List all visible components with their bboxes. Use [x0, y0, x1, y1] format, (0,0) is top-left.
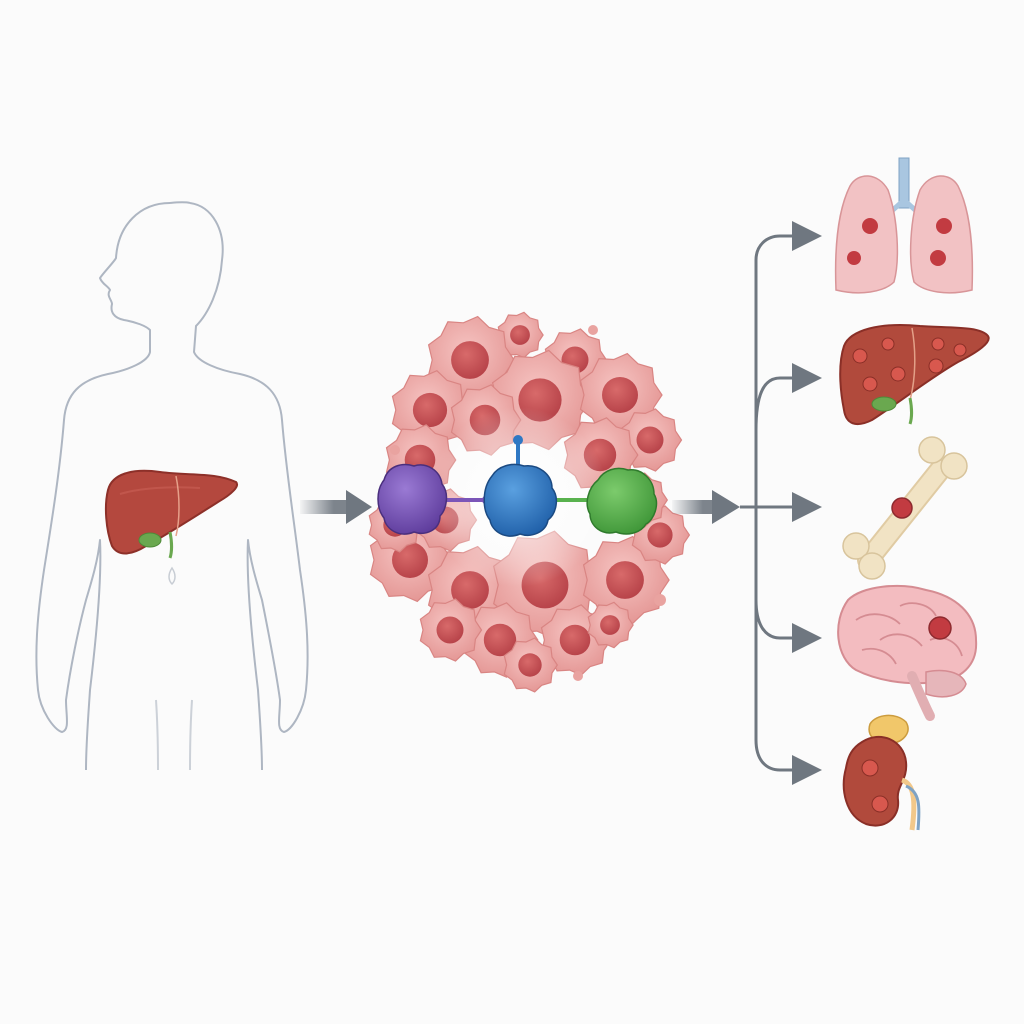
tumor-nucleus: [518, 653, 542, 677]
tumor-fragment: [588, 325, 598, 335]
green-cell-icon: [586, 467, 658, 535]
tumor-fragment: [390, 445, 400, 455]
tumor-nucleus: [600, 615, 620, 635]
tumor-nucleus: [451, 341, 489, 379]
tumor-nucleus: [602, 377, 638, 413]
tumor-nucleus: [412, 392, 448, 428]
blue-cell-icon: [483, 463, 558, 537]
tumor-nucleus: [451, 571, 489, 609]
navel-icon: [168, 566, 176, 586]
lung-icon: [834, 157, 974, 294]
arrow-body-to-tumor: [300, 490, 372, 524]
arrow-tumor-to-organs: [672, 490, 740, 524]
tumor-nucleus: [606, 561, 644, 599]
bone-icon: [842, 436, 968, 580]
tumor-nucleus: [510, 325, 530, 345]
tumor-fragment: [654, 594, 666, 606]
gallbladder-icon: [138, 532, 162, 548]
gallbladder-icon: [871, 396, 897, 412]
kidney-icon: [842, 714, 921, 831]
cell-network-icon: [377, 407, 658, 587]
branch-connector: [740, 221, 822, 785]
tumor-nucleus: [483, 623, 517, 657]
liver-metastasis-icon: [839, 324, 990, 426]
tumor-nucleus: [436, 616, 464, 644]
human-silhouette: [35, 201, 309, 771]
liver-icon: [104, 469, 238, 559]
purple-cell-icon: [377, 463, 448, 535]
brain-icon: [837, 584, 978, 721]
tumor-nucleus: [559, 624, 591, 656]
tumor-nucleus: [647, 522, 673, 548]
tumor-fragment: [573, 671, 583, 681]
tumor-nucleus: [636, 426, 664, 454]
